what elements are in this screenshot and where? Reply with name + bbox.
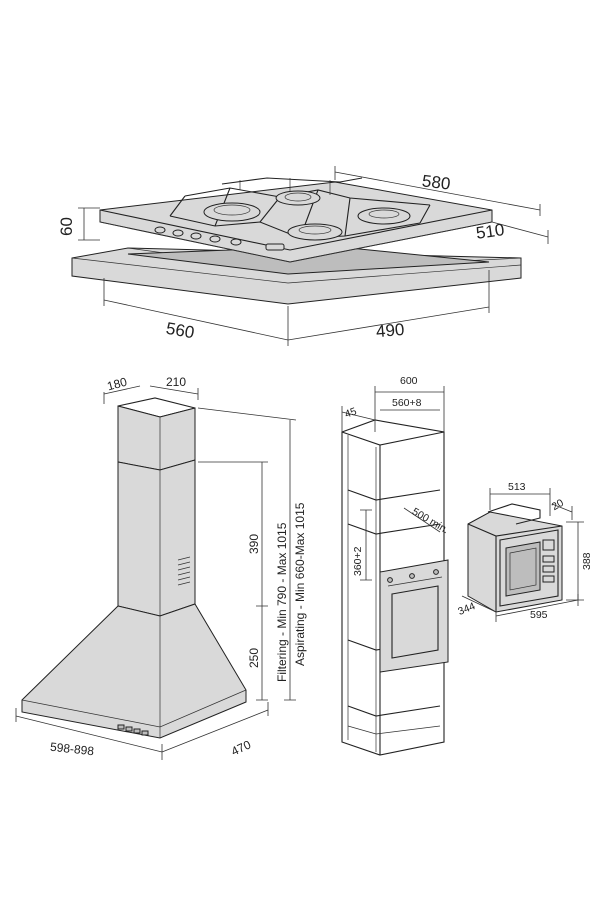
dim-line-344: [461, 595, 497, 613]
dim-line-60: [78, 207, 100, 241]
hood-chimney-upper: [117, 405, 196, 471]
hob-drawing: [71, 166, 549, 346]
label-560-8: 560+8: [392, 397, 422, 409]
dim-line-600: [374, 386, 445, 432]
dim-line-hood-height: [197, 407, 297, 701]
hood-canopy: [21, 603, 247, 739]
hood-drawing: [15, 385, 297, 760]
dim-line-180: [103, 385, 141, 404]
microwave-window: [505, 541, 541, 597]
label-510: 510: [474, 220, 506, 243]
microwave-drawing: [461, 488, 584, 622]
dim-line-250: [256, 606, 268, 701]
dim-line-595: [495, 594, 579, 622]
burner-right: [357, 207, 411, 225]
label-360-2: 360+2: [352, 546, 364, 577]
dim-line-20: [551, 503, 573, 520]
label-490: 490: [375, 319, 406, 342]
label-600: 600: [400, 375, 418, 387]
burner-front: [287, 223, 343, 241]
label-513: 513: [508, 481, 526, 493]
dim-line-513: [489, 488, 551, 516]
dim-line-45: [341, 406, 376, 432]
label-580: 580: [420, 171, 452, 194]
label-595: 595: [530, 609, 548, 621]
dim-line-510: [491, 221, 549, 244]
dim-line-470: [161, 702, 269, 753]
label-aspirating: Aspirating - Min 660-Max 1015: [293, 502, 307, 666]
dim-line-210: [149, 385, 199, 400]
dim-line-360-2: [360, 509, 372, 581]
dim-line-500min: [403, 507, 441, 533]
label-390: 390: [247, 533, 261, 554]
vent-slots: [177, 556, 191, 586]
dim-line-388: [566, 521, 584, 601]
dim-line-490: [287, 270, 490, 341]
label-filtering: Filtering - Min 790 - Max 1015: [275, 522, 289, 682]
label-388: 388: [581, 552, 593, 570]
burners: [203, 190, 411, 241]
label-210: 210: [166, 375, 187, 389]
label-560: 560: [164, 318, 196, 343]
burner-left: [203, 202, 261, 222]
label-250: 250: [247, 647, 261, 668]
label-60: 60: [57, 217, 76, 236]
dim-line-560: [103, 278, 289, 346]
hob-knobs: [154, 226, 285, 251]
hood-buttons: [117, 724, 149, 736]
column-oven: [379, 559, 449, 673]
column-drawing: [341, 386, 449, 756]
hood-chimney-lower: [117, 459, 196, 617]
dim-line-580: [334, 166, 541, 216]
